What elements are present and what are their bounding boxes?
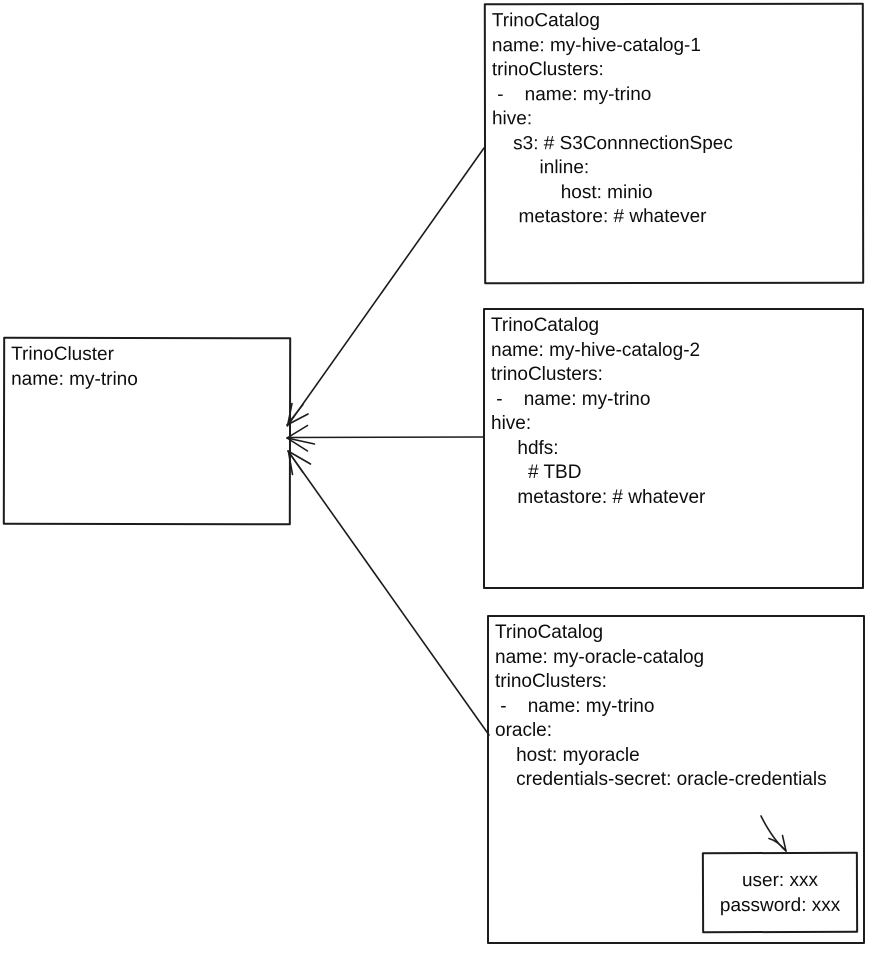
node-trino-catalog-3: TrinoCatalog name: my-oracle-catalog trino… [487, 615, 865, 944]
node-credentials-secret-text: user: xxx password: xxx [720, 867, 841, 917]
connector-line [287, 147, 485, 426]
yaml-line: # TBD [491, 462, 582, 483]
arrowhead-icon [286, 424, 316, 452]
connector-line [287, 436, 484, 439]
yaml-line: inline: [492, 157, 590, 179]
yaml-line: metastore: # whatever [492, 205, 707, 228]
yaml-line: trinoClusters: [495, 671, 607, 692]
yaml-line: host: myoracle [495, 744, 640, 766]
yaml-line: credentials-secret: oracle-credentials [495, 769, 827, 790]
yaml-line: trinoClusters: [491, 364, 603, 385]
node-credentials-secret: user: xxx password: xxx [701, 851, 859, 934]
node-trino-catalog-2: TrinoCatalog name: my-hive-catalog-2 trino… [483, 308, 864, 589]
yaml-line: oracle: [495, 720, 553, 741]
connector-catalog-3-to-cluster [287, 450, 490, 736]
yaml-line: TrinoCatalog [491, 315, 600, 336]
connector-catalog-2-to-cluster [286, 424, 484, 452]
yaml-line: hive: [491, 413, 532, 434]
yaml-line: name: my-hive-catalog-1 [491, 34, 701, 56]
yaml-line: name: my-oracle-catalog [495, 646, 705, 668]
yaml-line: s3: # S3ConnnectionSpec [491, 132, 733, 154]
yaml-line: TrinoCluster [11, 343, 114, 365]
yaml-line: hive: [491, 108, 533, 130]
yaml-line: name: my-hive-catalog-2 [491, 339, 701, 361]
connector-catalog-1-to-cluster [286, 147, 485, 427]
yaml-line: name: my-trino [11, 368, 138, 390]
arrowhead-icon [287, 450, 312, 476]
yaml-line: TrinoCatalog [495, 622, 604, 643]
connector-line [287, 450, 490, 736]
yaml-line: host: minio [492, 181, 653, 203]
yaml-line: hdfs: [491, 437, 559, 459]
node-trino-catalog-3-text: TrinoCatalog name: my-oracle-catalog trino… [489, 617, 863, 797]
yaml-line: user: xxx [741, 869, 819, 891]
yaml-line: metastore: # whatever [491, 486, 706, 508]
yaml-line: - name: my-trino [491, 83, 652, 105]
node-trino-cluster-text: TrinoCluster name: my-trino [5, 339, 289, 397]
yaml-line: - name: my-trino [491, 388, 651, 410]
yaml-line: TrinoCatalog [491, 10, 600, 32]
node-trino-cluster: TrinoCluster name: my-trino [2, 336, 292, 526]
yaml-line: - name: my-trino [495, 695, 655, 717]
node-trino-catalog-2-text: TrinoCatalog name: my-hive-catalog-2 trino… [485, 310, 862, 514]
yaml-line: trinoClusters: [491, 59, 604, 81]
yaml-line: password: xxx [719, 894, 841, 916]
